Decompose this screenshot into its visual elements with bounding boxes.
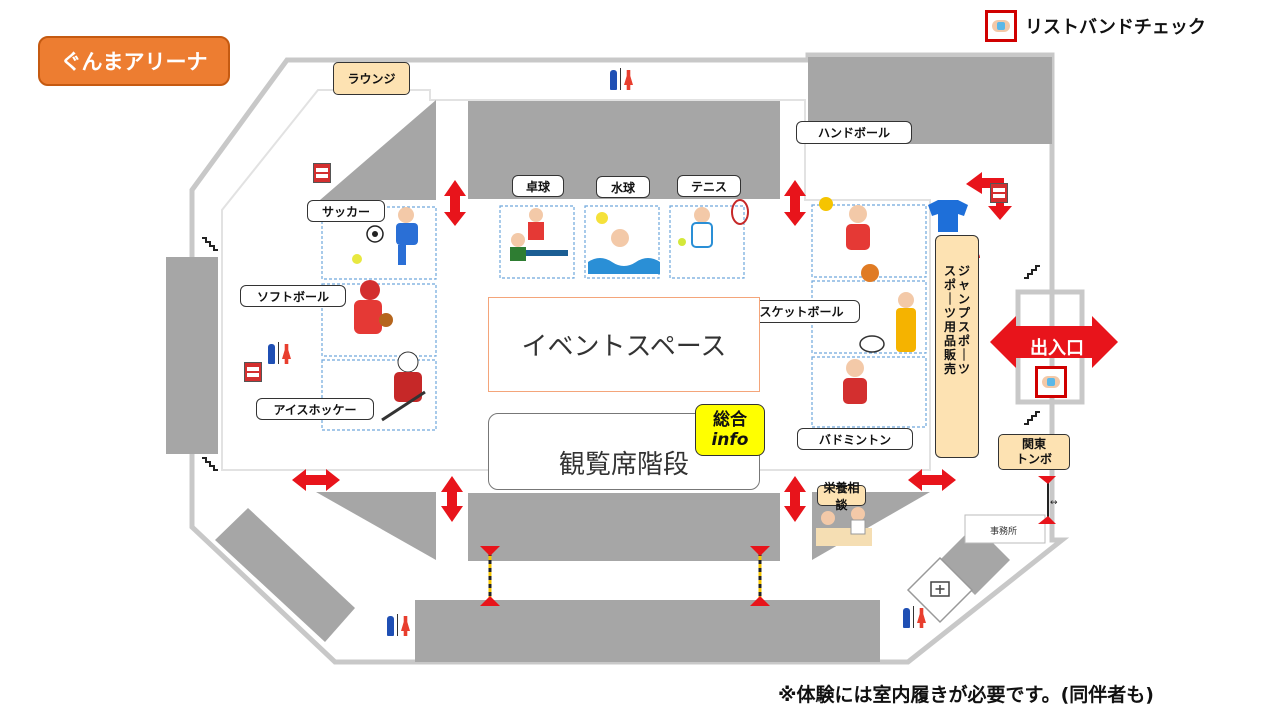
toilet-icon [903,606,926,628]
legend-label: リストバンドチェック [1025,17,1206,38]
kanto-tonbo-line1: 関東 [1021,437,1046,451]
seating-far-south [415,600,880,662]
arrow-vertical [784,476,806,522]
wristband-icon [985,10,1017,42]
vending-machine-icon [990,183,1008,203]
label-lounge: ラウンジ [333,62,410,95]
label-kanto-tonbo: 関東 トンボ [998,434,1070,470]
office-area [964,514,1046,544]
vending-machine-icon [244,362,262,382]
arrow-vertical [444,180,466,226]
label-ice-hockey: アイスホッケー [256,398,374,420]
inner-wall [221,89,931,471]
label-basketball: バスケットボール [731,300,860,323]
label-office: 事務所 [990,527,1018,537]
seating-sw-corner [316,492,436,560]
label-softball: ソフトボール [240,285,346,307]
toilet-icon [387,614,410,636]
seating-southwest-diagonal [215,508,355,642]
label-badminton: バドミントン [797,428,913,450]
kanto-tonbo-line2: トンボ [1015,452,1052,466]
seating-blocks [166,57,1052,662]
info-line2: info [711,430,749,450]
jump-sports-name: ジャンプスポ｜ツ [958,264,971,376]
venue-title: ぐんまアリーナ [38,36,230,86]
barriers: ↔ [480,476,1058,606]
vending-machine-icon [313,163,331,183]
stairs-icons [202,237,1040,471]
label-soccer: サッカー [307,200,385,222]
jump-sports-shop: ジャンプスポ｜ツ スポ｜ツ用品販売 [935,235,979,458]
exit-arrow [990,316,1118,368]
arrow-horizontal [292,469,340,491]
legend: リストバンドチェック [985,10,1206,42]
label-tennis: テニス [677,175,741,197]
label-nutrition: 栄養相談 [817,481,866,512]
seating-west [166,257,218,454]
sport-illustrations [352,197,980,546]
exit-label: 出入口 [1030,338,1084,359]
jump-sports-desc: スポ｜ツ用品販売 [943,264,956,376]
arrow-horizontal [908,469,956,491]
footnote: ※体験には室内履きが必要です。(同伴者も) [778,684,1154,706]
toilet-icon [610,68,633,90]
seating-nw-corner [320,100,436,200]
label-water-polo: 水球 [596,176,650,198]
arrow-vertical [784,180,806,226]
info-desk: 総合 info [695,404,765,456]
event-space: イベントスペース [488,297,760,392]
arrow-vertical [441,476,463,522]
seating-south [468,493,780,561]
label-handball: ハンドボール [796,121,912,144]
toilet-icon [268,342,291,364]
svg-text:↔: ↔ [1050,498,1058,508]
info-line1: 総合 [713,410,747,430]
wristband-check-icon [1035,366,1067,398]
first-aid-icon [930,581,950,597]
label-table-tennis: 卓球 [512,175,564,197]
zone-badminton [811,356,927,428]
